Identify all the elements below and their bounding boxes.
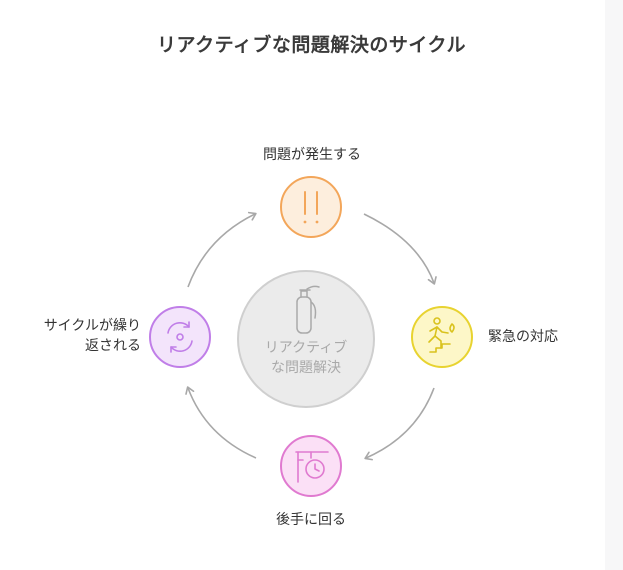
emergency-exit-icon — [428, 317, 455, 353]
arrow-problem-to-emergency — [363, 213, 437, 285]
node-behind — [280, 435, 342, 497]
arrow-emergency-to-behind — [364, 387, 435, 461]
label-repeat-line1: サイクルが繰り — [43, 318, 141, 334]
center-node — [237, 270, 375, 408]
label-behind: 後手に回る — [276, 512, 346, 528]
diagram-title: リアクティブな問題解決のサイクル — [157, 34, 466, 56]
exclamation-icon — [303, 191, 319, 224]
label-repeat-line2: 返される — [85, 338, 141, 354]
label-emergency: 緊急の対応 — [488, 329, 558, 345]
label-repeat: サイクルが繰り 返される — [18, 316, 141, 356]
clock-signpost-icon — [295, 451, 329, 483]
node-repeat — [149, 306, 211, 368]
cycle-icon — [167, 321, 193, 353]
center-label: リアクティブな問題解決 — [264, 340, 348, 376]
node-problem — [280, 176, 342, 238]
node-emergency — [411, 306, 473, 368]
fire-extinguisher-icon — [296, 285, 320, 334]
arrow-repeat-to-problem — [187, 211, 257, 288]
arrow-behind-to-repeat — [185, 386, 257, 459]
label-problem: 問題が発生する — [263, 147, 361, 163]
right-edge-strip — [605, 0, 623, 570]
